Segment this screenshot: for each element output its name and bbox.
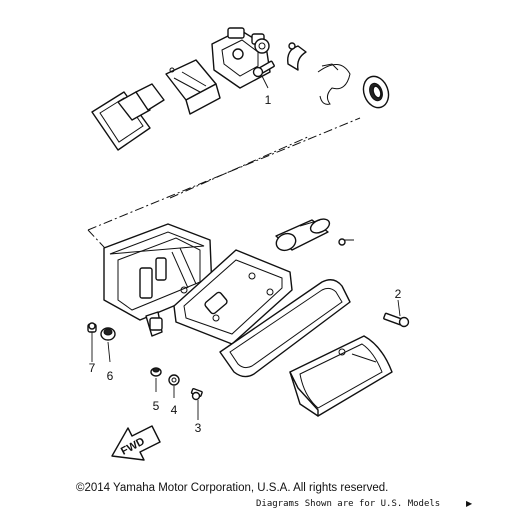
intake-tube [275, 218, 331, 252]
clip [287, 42, 307, 71]
bolt-3 [190, 387, 203, 401]
callout-1: 1 [265, 93, 272, 107]
models-note: Diagrams Shown are for U.S. Models [256, 499, 441, 509]
grommet-5 [150, 367, 162, 377]
gasket-plate [91, 91, 151, 151]
reed-valve-block [165, 59, 221, 115]
callout-4: 4 [171, 403, 178, 417]
tube-screw [338, 238, 354, 246]
callout-3: 3 [195, 421, 202, 435]
washer-4 [168, 374, 180, 386]
forward-arrow: FWD [111, 425, 161, 461]
housing-gasket [173, 249, 293, 345]
note-mark-icon: ▶ [466, 499, 473, 508]
copyright-text: ©2014 Yamaha Motor Corporation, U.S.A. A… [76, 482, 389, 494]
callout-2: 2 [395, 287, 402, 301]
spring [317, 63, 351, 105]
callouts: 1 2 3 4 5 6 7 [89, 93, 402, 435]
callout-6: 6 [107, 369, 114, 383]
leader-lines [91, 75, 401, 420]
callout-5: 5 [153, 399, 160, 413]
throttle-housing [211, 27, 271, 89]
bolt-1 [252, 60, 275, 78]
lower-assembly [87, 218, 410, 417]
bolt-2 [383, 312, 410, 328]
seal-ring [362, 75, 390, 109]
screw-7 [87, 322, 97, 333]
upper-assembly [91, 27, 390, 151]
grommet-6 [100, 327, 116, 341]
outer-cover [289, 335, 393, 417]
cover-seal [219, 279, 351, 378]
callout-7: 7 [89, 361, 96, 375]
reed-petals [117, 83, 165, 121]
